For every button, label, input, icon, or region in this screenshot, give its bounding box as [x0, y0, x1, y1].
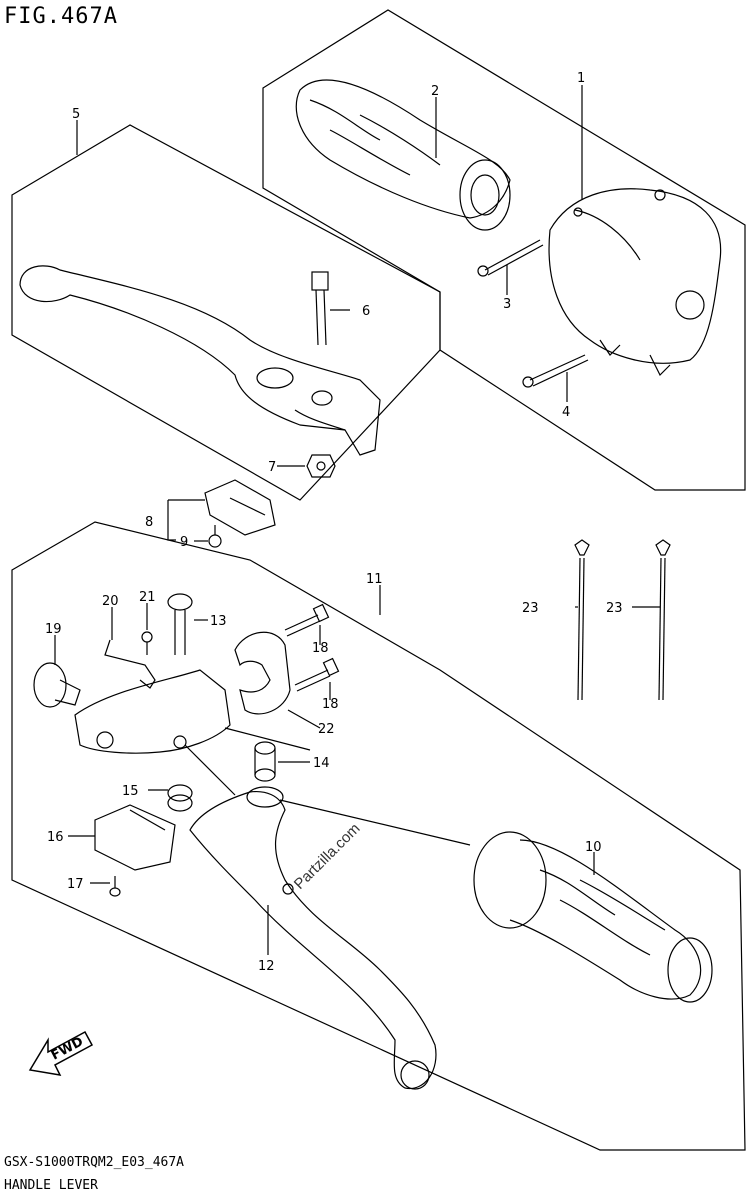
callout-21: 21	[139, 590, 156, 605]
brake-switch-8	[204, 479, 276, 536]
callout-23-right: 23	[606, 601, 623, 616]
callout-23-left: 23	[522, 601, 539, 616]
group-box-1	[262, 9, 746, 491]
callout-22: 22	[318, 722, 335, 737]
screw-21	[141, 631, 153, 655]
cable-tie-left	[574, 539, 590, 701]
bolt-18-upper	[284, 603, 330, 637]
left-grip	[473, 831, 713, 1003]
clutch-lever	[189, 786, 437, 1090]
callout-20: 20	[102, 594, 119, 609]
bolt-6	[311, 271, 329, 346]
screw-17	[109, 876, 121, 897]
callout-6: 6	[362, 304, 370, 319]
nut-15	[167, 784, 193, 812]
callout-10: 10	[585, 840, 602, 855]
collar-14	[254, 741, 276, 782]
figure-code: GSX-S1000TRQM2_E03_467A	[4, 1155, 185, 1170]
callout-5: 5	[72, 107, 80, 122]
group-box-11	[11, 521, 746, 1151]
screw-3	[477, 239, 544, 277]
callout-16: 16	[47, 830, 64, 845]
callout-1: 1	[577, 71, 585, 86]
watermark: Partzilla.com	[291, 820, 364, 893]
callout-17: 17	[67, 877, 84, 892]
callout-18-lower: 18	[322, 697, 339, 712]
screw-9	[208, 525, 222, 548]
callout-9: 9	[180, 535, 188, 550]
cable-tie-right	[655, 539, 671, 701]
clutch-switch-16	[94, 804, 176, 871]
callout-11: 11	[366, 572, 383, 587]
callout-3: 3	[503, 297, 511, 312]
figure-name: HANDLE LEVER	[4, 1178, 98, 1193]
callout-12: 12	[258, 959, 275, 974]
callout-4: 4	[562, 405, 570, 420]
brake-lever	[19, 265, 381, 456]
fwd-arrow: FWD	[28, 1030, 94, 1076]
callout-labels: 1 2 3 4 5 6 7 8 9 10 11 12 13 14 15 16 1…	[45, 71, 623, 974]
fwd-label: FWD	[49, 1034, 86, 1063]
callout-15: 15	[122, 784, 139, 799]
clutch-lever-holder	[74, 669, 231, 754]
bolt-18-lower	[294, 657, 340, 692]
nut-7	[306, 454, 336, 478]
adjuster-19	[33, 662, 81, 708]
callout-14: 14	[313, 756, 330, 771]
group-box-5	[11, 124, 441, 501]
callout-19: 19	[45, 622, 62, 637]
callout-8: 8	[145, 515, 153, 530]
right-grip	[295, 79, 511, 231]
switch-housing	[548, 188, 722, 377]
figure-title: FIG.467A	[4, 4, 118, 29]
callout-18-upper: 18	[312, 641, 329, 656]
callout-7: 7	[268, 460, 276, 475]
clamp-22	[234, 631, 291, 715]
screw-4	[522, 354, 589, 388]
leader-lines	[54, 85, 660, 955]
callout-13: 13	[210, 614, 227, 629]
callout-2: 2	[431, 84, 439, 99]
bracket-20	[104, 639, 156, 689]
bolt-13	[167, 593, 193, 655]
